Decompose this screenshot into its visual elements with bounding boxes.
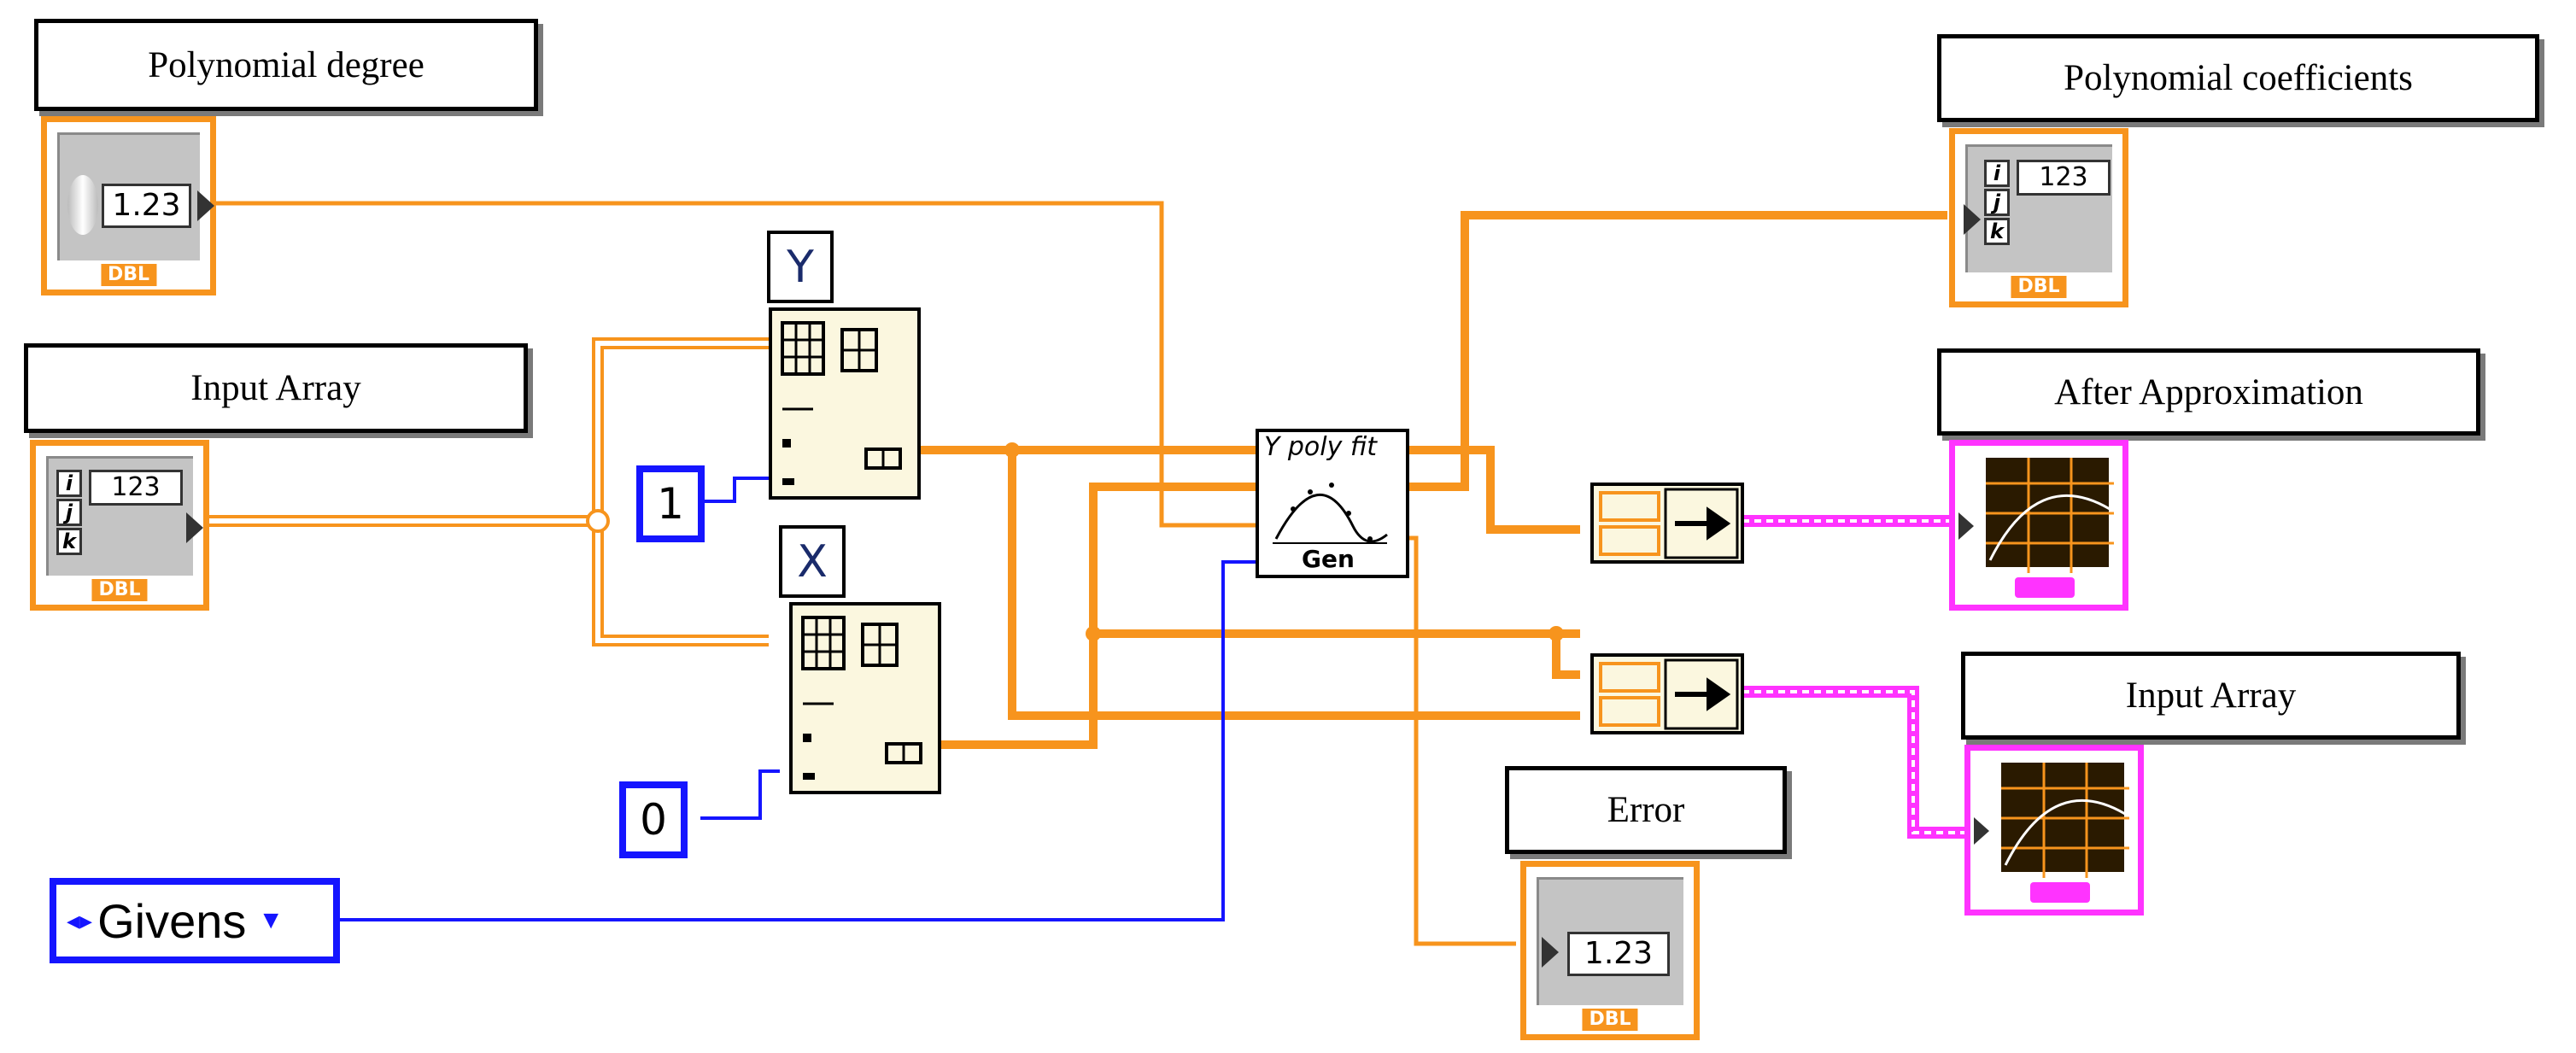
label-error: Error: [1505, 766, 1787, 854]
constant-one[interactable]: 1: [636, 465, 705, 542]
array-subset-y[interactable]: [769, 307, 921, 500]
index-k[interactable]: k: [1984, 218, 2010, 245]
label-input-array-left: Input Array: [24, 343, 528, 433]
dbl-tag: DBL: [100, 264, 157, 286]
graph-legend-icon: [2030, 882, 2090, 903]
input-arrow-icon: [1542, 937, 1559, 968]
input-array-graph[interactable]: [1964, 745, 2144, 916]
input-array-control[interactable]: i j k 123 DBL: [30, 440, 209, 611]
wire-const-one[interactable]: [700, 477, 780, 503]
wire-error[interactable]: [1405, 535, 1516, 946]
dbl-tag: DBL: [91, 579, 148, 601]
wire-fork-junction: [586, 509, 610, 533]
array-subset-icon: [801, 616, 922, 780]
polynomial-degree-control[interactable]: 1.23 DBL: [41, 116, 216, 295]
bundle-node-top[interactable]: [1590, 483, 1744, 564]
bundle-icon: [1599, 658, 1739, 730]
polyfit-subtitle: Gen: [1302, 545, 1355, 573]
index-k[interactable]: k: [56, 528, 82, 555]
wire-best-fit[interactable]: [1405, 446, 1580, 534]
x-label: X: [779, 525, 846, 598]
index-i[interactable]: i: [56, 470, 82, 497]
after-approximation-graph[interactable]: [1949, 440, 2128, 611]
increment-arrows-icon[interactable]: ◂▸: [67, 906, 93, 935]
wire-coefficients[interactable]: [1405, 211, 1947, 491]
array-element[interactable]: 123: [89, 470, 183, 506]
algorithm-selector[interactable]: ◂▸ Givens ▼: [50, 878, 340, 963]
curve-fit-icon: [1273, 483, 1388, 544]
graph-plot-icon: [2001, 763, 2129, 878]
graph-screen: [2001, 763, 2129, 878]
index-j[interactable]: j: [1984, 189, 2010, 216]
polyfit-title: Y poly fit: [1264, 432, 1378, 462]
output-arrow-icon: [197, 190, 214, 221]
graph-plot-icon: [1986, 458, 2114, 573]
label-polynomial-coefficients: Polynomial coefficients: [1937, 34, 2539, 122]
output-arrow-icon: [186, 512, 203, 543]
input-arrow-icon: [1964, 204, 1981, 235]
array-subset-icon: [781, 321, 902, 485]
label-input-array-right: Input Array: [1961, 652, 2461, 740]
error-indicator[interactable]: 1.23 DBL: [1520, 861, 1700, 1040]
dbl-tag: DBL: [1582, 1009, 1638, 1031]
algorithm-value: Givens: [97, 893, 247, 948]
degree-value[interactable]: 1.23: [102, 184, 191, 228]
constant-zero[interactable]: 0: [619, 781, 688, 858]
index-j[interactable]: j: [56, 499, 82, 526]
wire-algorithm[interactable]: [335, 560, 1262, 921]
bundle-icon: [1599, 488, 1739, 559]
index-i[interactable]: i: [1984, 160, 2010, 187]
dropdown-arrow-icon[interactable]: ▼: [258, 906, 284, 934]
wire-const-zero[interactable]: [700, 769, 780, 820]
polynomial-coefficients-indicator[interactable]: i j k 123 DBL: [1949, 128, 2128, 307]
input-arrow-icon: [1974, 817, 1989, 845]
label-after-approximation: After Approximation: [1937, 348, 2480, 436]
array-subset-x[interactable]: [789, 602, 941, 794]
bundle-node-bottom[interactable]: [1590, 653, 1744, 734]
graph-legend-icon: [2015, 577, 2075, 598]
wire-x-out[interactable]: [941, 483, 1256, 749]
y-label: Y: [767, 231, 834, 303]
wire-degree[interactable]: [209, 201, 1262, 528]
array-element: 123: [2017, 160, 2111, 196]
graph-screen: [1986, 458, 2114, 573]
label-polynomial-degree: Polynomial degree: [34, 19, 538, 111]
input-arrow-icon: [1958, 512, 1974, 540]
increment-arrows-icon[interactable]: [67, 175, 98, 235]
dbl-tag: DBL: [2011, 276, 2067, 298]
error-value: 1.23: [1567, 932, 1670, 976]
polynomial-fit-vi[interactable]: Y poly fit Gen: [1256, 429, 1409, 578]
